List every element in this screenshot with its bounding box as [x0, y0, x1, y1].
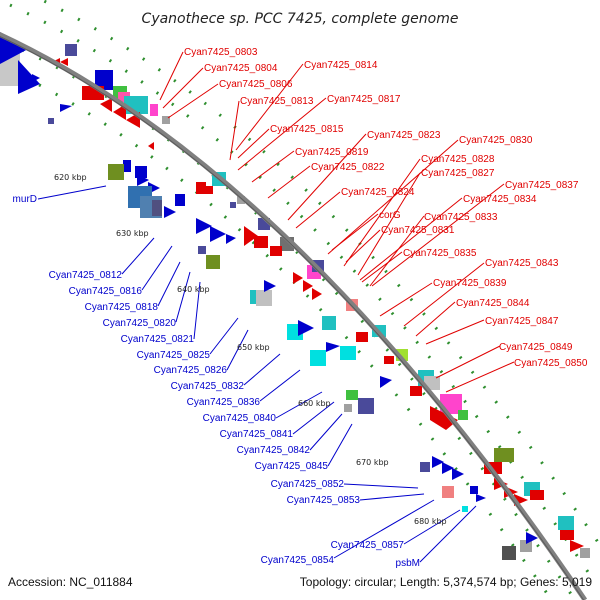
gene-label-cyan7425-0822[interactable]: Cyan7425_0822 [311, 162, 385, 173]
gene-label-cyan7425-0833[interactable]: Cyan7425_0833 [424, 212, 498, 223]
gene-label-cyan7425-0825[interactable]: Cyan7425_0825 [137, 350, 211, 361]
reverse-gene-labels: murD Cyan7425_0812Cyan7425_0816Cyan7425_0… [13, 194, 420, 569]
feature-track-reverse [0, 32, 538, 560]
gene-label-cyan7425-0815[interactable]: Cyan7425_0815 [270, 124, 344, 135]
gene-label-cyan7425-0828[interactable]: Cyan7425_0828 [421, 154, 495, 165]
gene-label-cyan7425-0849[interactable]: Cyan7425_0849 [499, 342, 573, 353]
tick-label-680-kbp: 680 kbp [414, 517, 447, 526]
gene-label-cyan7425-0852[interactable]: Cyan7425_0852 [271, 479, 345, 490]
coordinate-ticks: 620 kbp 630 kbp 640 kbp 650 kbp 660 kbp 670 k… [54, 173, 447, 526]
gene-label-cyan7425-0837[interactable]: Cyan7425_0837 [505, 180, 579, 191]
tick-label-620-kbp: 620 kbp [54, 173, 87, 182]
reverse-leaders [37, 185, 477, 563]
gene-label-corg[interactable]: corG [379, 210, 401, 221]
gene-label-cyan7425-0844[interactable]: Cyan7425_0844 [456, 298, 530, 309]
gene-label-cyan7425-0813[interactable]: Cyan7425_0813 [240, 96, 314, 107]
gene-label-cyan7425-0834[interactable]: Cyan7425_0834 [463, 194, 537, 205]
gene-label-cyan7425-0816[interactable]: Cyan7425_0816 [69, 286, 143, 297]
tick-label-660-kbp: 660 kbp [298, 399, 331, 408]
gene-label-cyan7425-0803[interactable]: Cyan7425_0803 [184, 47, 258, 58]
gene-label-cyan7425-0831[interactable]: Cyan7425_0831 [381, 225, 455, 236]
tick-label-650-kbp: 650 kbp [237, 343, 270, 352]
gene-label-cyan7425-0821[interactable]: Cyan7425_0821 [121, 334, 195, 345]
gene-label-cyan7425-0818[interactable]: Cyan7425_0818 [85, 302, 159, 313]
gene-label-cyan7425-0857[interactable]: Cyan7425_0857 [331, 540, 405, 551]
gene-label-cyan7425-0830[interactable]: Cyan7425_0830 [459, 135, 533, 146]
gene-label-cyan7425-0835[interactable]: Cyan7425_0835 [403, 248, 477, 259]
gene-label-cyan7425-0814[interactable]: Cyan7425_0814 [304, 60, 378, 71]
gene-label-cyan7425-0843[interactable]: Cyan7425_0843 [485, 258, 559, 269]
gene-label-cyan7425-0806[interactable]: Cyan7425_0806 [219, 79, 293, 90]
gene-label-cyan7425-0804[interactable]: Cyan7425_0804 [204, 63, 278, 74]
gene-label-cyan7425-0836[interactable]: Cyan7425_0836 [187, 397, 261, 408]
gene-label-cyan7425-0826[interactable]: Cyan7425_0826 [154, 365, 228, 376]
tick-label-640-kbp: 640 kbp [177, 285, 210, 294]
genome-summary: Topology: circular; Length: 5,374,574 bp… [300, 575, 593, 589]
gene-label-cyan7425-0850[interactable]: Cyan7425_0850 [514, 358, 588, 369]
tick-label-630-kbp: 630 kbp [116, 229, 149, 238]
gene-label-cyan7425-0827[interactable]: Cyan7425_0827 [421, 168, 495, 179]
gene-label-cyan7425-0842[interactable]: Cyan7425_0842 [237, 445, 311, 456]
gene-label-cyan7425-0841[interactable]: Cyan7425_0841 [220, 429, 294, 440]
accession-label: Accession: NC_011884 [8, 575, 133, 589]
forward-leaders [159, 51, 515, 393]
gene-label-cyan7425-0847[interactable]: Cyan7425_0847 [485, 316, 559, 327]
gene-label-cyan7425-0812[interactable]: Cyan7425_0812 [49, 270, 123, 281]
gene-label-cyan7425-0832[interactable]: Cyan7425_0832 [171, 381, 245, 392]
gene-label-cyan7425-0840[interactable]: Cyan7425_0840 [203, 413, 277, 424]
gene-label-cyan7425-0824[interactable]: Cyan7425_0824 [341, 187, 415, 198]
tick-label-670-kbp: 670 kbp [356, 458, 389, 467]
gene-label-cyan7425-0839[interactable]: Cyan7425_0839 [433, 278, 507, 289]
gene-label-cyan7425-0820[interactable]: Cyan7425_0820 [103, 318, 177, 329]
gene-label-cyan7425-0817[interactable]: Cyan7425_0817 [327, 94, 401, 105]
map-title: Cyanothece sp. PCC 7425, complete genome [142, 11, 459, 27]
genome-backbone [0, 31, 588, 600]
genome-backbone-shadow [0, 36, 585, 600]
gene-label-cyan7425-0823[interactable]: Cyan7425_0823 [367, 130, 441, 141]
gene-label-psbm[interactable]: psbM [396, 558, 420, 569]
gene-label-murd[interactable]: murD [13, 194, 37, 205]
gene-label-cyan7425-0845[interactable]: Cyan7425_0845 [255, 461, 329, 472]
gene-label-cyan7425-0853[interactable]: Cyan7425_0853 [287, 495, 361, 506]
gene-label-cyan7425-0819[interactable]: Cyan7425_0819 [295, 147, 369, 158]
gene-label-cyan7425-0854[interactable]: Cyan7425_0854 [261, 555, 335, 566]
